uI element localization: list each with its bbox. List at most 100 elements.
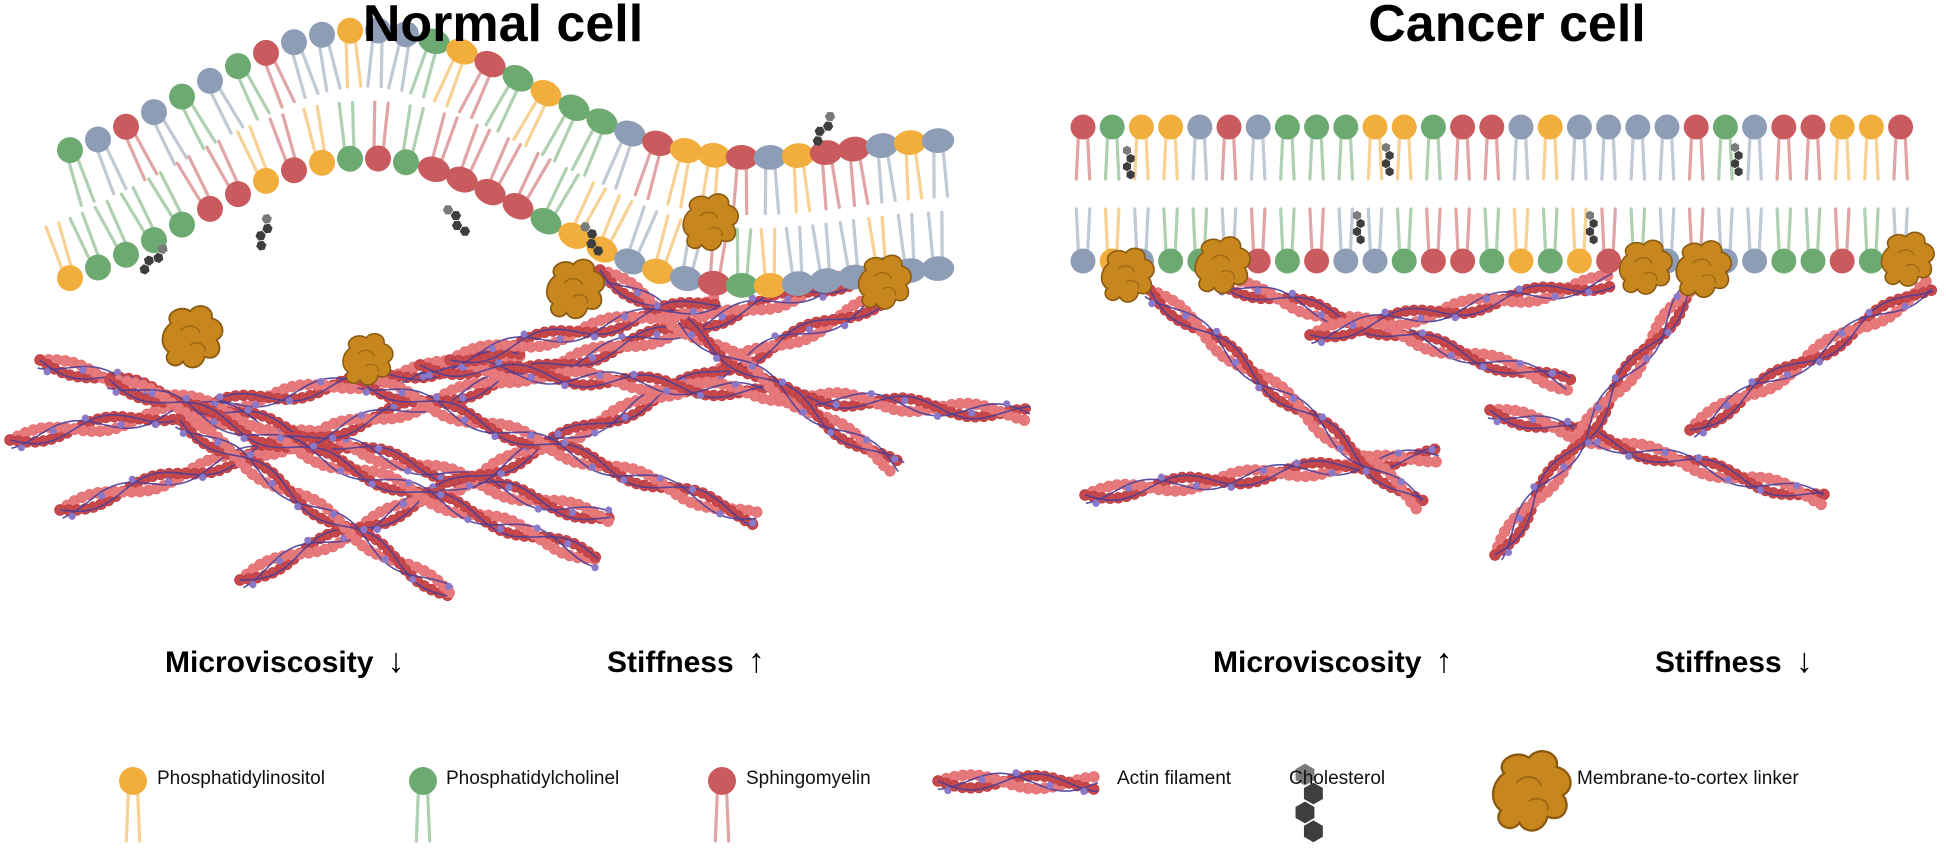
lipid	[1829, 114, 1855, 181]
lipid	[781, 143, 815, 214]
lipid	[502, 152, 552, 220]
lipid	[837, 136, 871, 208]
lipid	[253, 39, 296, 109]
lipid	[1216, 114, 1242, 181]
cholesterol-molecule	[1295, 763, 1323, 843]
membrane-to-cortex-linker	[682, 193, 739, 251]
lipid	[1391, 114, 1417, 181]
lipid	[147, 170, 195, 238]
microviscosity-label: Microviscosity	[1213, 646, 1422, 679]
membrane-to-cortex-linker	[1491, 750, 1572, 832]
lipid	[57, 137, 96, 207]
lipid	[1800, 207, 1826, 274]
up-arrow-icon: ↑	[1435, 642, 1453, 680]
membrane-to-cortex-linker	[857, 254, 912, 310]
lipid	[1158, 114, 1184, 181]
legend-label-phosphatidylcholine: Phosphatidylcholinel	[446, 768, 620, 789]
actin-filament	[354, 374, 763, 530]
lipid	[432, 38, 478, 108]
down-arrow-icon: ↓	[387, 642, 405, 680]
membrane-to-cortex-linker	[1194, 236, 1251, 294]
lipid	[169, 83, 217, 151]
lipid	[474, 137, 523, 206]
cholesterol-molecule	[1352, 210, 1365, 245]
normal-cell-title: Normal cell	[362, 0, 644, 53]
lipid	[175, 155, 223, 222]
lipid	[409, 767, 437, 843]
lipid	[1625, 114, 1651, 181]
phosphatidylinositol-icon	[119, 767, 147, 843]
lipid	[921, 210, 955, 281]
lipid	[633, 130, 674, 201]
membrane-to-cortex-linker	[546, 258, 606, 320]
up-arrow-icon: ↑	[747, 642, 765, 680]
cholesterol-molecule	[1585, 210, 1598, 245]
lipid	[1274, 207, 1300, 274]
lipid	[393, 104, 425, 176]
lipid	[365, 17, 391, 89]
lipid	[205, 139, 251, 208]
lipid	[1771, 207, 1797, 274]
lipid	[1245, 114, 1271, 181]
stiffness-label: Stiffness	[607, 646, 734, 679]
lipid	[512, 79, 562, 148]
lipid	[484, 65, 534, 133]
lipid	[141, 99, 189, 167]
cholesterol-molecule	[255, 213, 273, 251]
lipid	[570, 108, 618, 177]
membrane-to-cortex-linker	[342, 333, 394, 386]
normal-stiffness: Stiffness ↑	[607, 642, 765, 681]
membrane-to-cortex-linker	[1100, 247, 1155, 303]
linker-icon	[1491, 750, 1572, 832]
lipid	[893, 130, 927, 201]
lipid	[1187, 114, 1213, 181]
lipid	[1420, 207, 1446, 274]
stiffness-label: Stiffness	[1655, 646, 1782, 679]
actin-filament	[174, 414, 455, 601]
lipid	[809, 140, 843, 211]
lipid	[1596, 207, 1622, 274]
lipid	[1362, 207, 1388, 274]
lipid	[225, 53, 271, 121]
lipid	[1274, 114, 1300, 181]
phosphatidylcholine-icon	[409, 767, 437, 843]
lipid	[921, 128, 955, 199]
legend-label-phosphatidylinositol: Phosphatidylinositol	[157, 768, 325, 789]
lipid	[302, 104, 335, 176]
legend-label-cholesterol: Cholesterol	[1289, 768, 1386, 789]
cholesterol-molecule	[812, 111, 836, 146]
normal-cell-linkers	[161, 193, 912, 386]
lipid	[1858, 207, 1884, 274]
sphingomyelin-icon	[708, 767, 736, 843]
lipid	[1596, 114, 1622, 181]
lipid	[446, 123, 492, 193]
lipid	[387, 21, 419, 93]
lipid	[365, 100, 391, 172]
lipid	[1829, 207, 1855, 274]
lipid	[1742, 207, 1768, 274]
lipid	[113, 113, 159, 182]
lipid	[865, 133, 899, 204]
legend-label-linker: Membrane-to-cortex linker	[1577, 768, 1799, 789]
microviscosity-label: Microviscosity	[165, 646, 374, 679]
lipid	[1654, 114, 1680, 181]
lipid	[601, 120, 646, 190]
actin-filament	[1304, 269, 1616, 347]
lipid	[1128, 114, 1154, 181]
lipid	[753, 145, 787, 216]
membrane-to-cortex-linker	[161, 305, 224, 369]
lipid	[642, 214, 683, 285]
cholesterol-molecule	[580, 221, 604, 256]
lipid	[753, 227, 787, 298]
lipid	[809, 222, 843, 294]
lipid	[708, 767, 736, 843]
legend-label-actin-filament: Actin filament	[1117, 768, 1232, 789]
lipid	[1245, 207, 1271, 274]
actin-filament	[1079, 443, 1442, 507]
lipid	[1742, 114, 1768, 181]
lipid	[614, 205, 659, 275]
membrane-to-cortex-linker	[1880, 231, 1935, 287]
legend-icons	[119, 750, 1572, 843]
